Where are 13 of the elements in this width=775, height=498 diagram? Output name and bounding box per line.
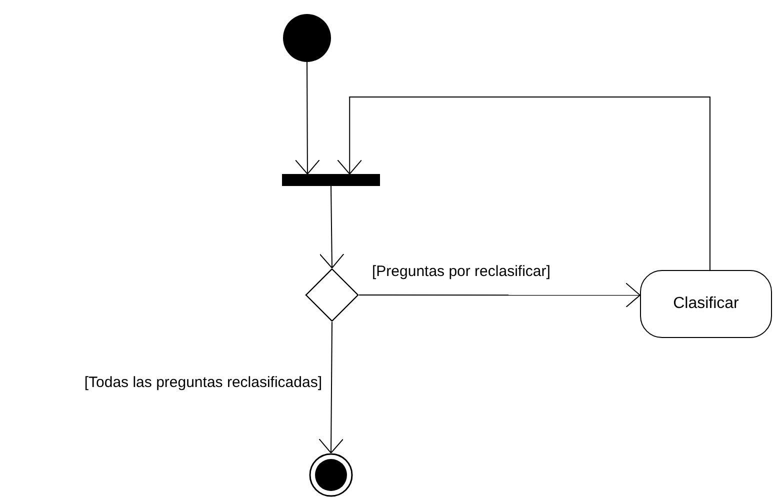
- initial-node: [283, 14, 331, 62]
- edge-label: [Preguntas por reclasificar]: [372, 262, 552, 282]
- edge-label: [Todas las preguntas reclasificadas]: [83, 373, 322, 393]
- action-label: Clasificar: [673, 294, 739, 314]
- arrow: [294, 62, 320, 174]
- arrow: [337, 96, 710, 270]
- arrow: [358, 282, 640, 308]
- decision-diamond: [305, 268, 359, 322]
- arrow: [318, 322, 344, 454]
- final-node: [309, 453, 353, 497]
- fork-bar: [282, 174, 380, 186]
- action-box: [640, 270, 772, 338]
- arrow: [319, 186, 344, 268]
